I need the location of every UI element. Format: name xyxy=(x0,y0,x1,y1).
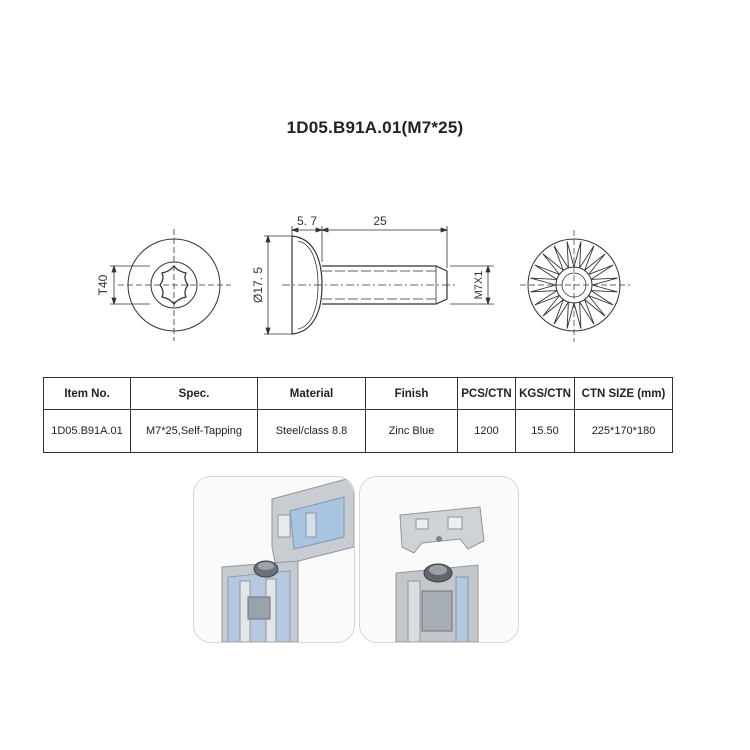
header-pcs-ctn: PCS/CTN xyxy=(457,377,516,410)
table-row: 1D05.B91A.01 M7*25,Self-Tapping Steel/cl… xyxy=(43,409,673,453)
table-header-row: Item No. Spec. Material Finish PCS/CTN K… xyxy=(43,377,673,410)
cell-ctn-size: 225*170*180 xyxy=(574,409,673,453)
side-dimensions xyxy=(264,226,494,336)
page-title: 1D05.B91A.01(M7*25) xyxy=(286,118,464,137)
header-kgs-ctn: KGS/CTN xyxy=(515,377,575,410)
cell-kgs-ctn: 15.50 xyxy=(515,409,575,453)
header-spec: Spec. xyxy=(130,377,258,410)
serration-tooth xyxy=(530,284,557,293)
header-item-no: Item No. xyxy=(43,377,131,410)
length-label: 25 xyxy=(373,214,387,228)
thread-label: M7X1 xyxy=(473,271,485,300)
header-finish: Finish xyxy=(365,377,458,410)
cell-item-no: 1D05.B91A.01 xyxy=(43,409,131,453)
technical-drawing: T40 5. 7 25 Ø17. 5 M7X1 xyxy=(96,214,630,342)
serration-tooth xyxy=(553,245,569,271)
serration-tooth xyxy=(542,295,564,317)
serration-tooth xyxy=(584,295,606,317)
header-material: Material xyxy=(257,377,366,410)
serration-tooth xyxy=(530,277,557,286)
cell-finish: Zinc Blue xyxy=(365,409,458,453)
side-view-screw xyxy=(282,235,455,335)
t40-label: T40 xyxy=(96,274,110,295)
serration-tooth xyxy=(566,302,575,329)
rear-view-serrated xyxy=(520,230,630,342)
serration-tooth xyxy=(584,253,606,275)
diameter-label: Ø17. 5 xyxy=(251,267,265,303)
header-ctn-size: CTN SIZE (mm) xyxy=(574,377,673,410)
serration-tooth xyxy=(591,277,618,286)
serration-tooth xyxy=(573,241,582,268)
serration-tooth xyxy=(534,264,560,280)
serration-tooth xyxy=(588,264,614,280)
assembly-photo-2 xyxy=(359,476,519,643)
serration-tooth xyxy=(591,284,618,293)
cell-spec: M7*25,Self-Tapping xyxy=(130,409,258,453)
serration-tooth xyxy=(579,245,595,271)
cell-material: Steel/class 8.8 xyxy=(257,409,366,453)
serration-tooth xyxy=(588,290,614,306)
t40-dimension xyxy=(110,264,150,306)
serration-tooth xyxy=(534,290,560,306)
cell-pcs-ctn: 1200 xyxy=(457,409,516,453)
serration-tooth xyxy=(573,302,582,329)
serration-tooth xyxy=(566,241,575,268)
serration-tooth xyxy=(579,299,595,325)
assembly-photo-1 xyxy=(193,476,355,643)
serration-tooth xyxy=(553,299,569,325)
front-view-head xyxy=(118,229,231,341)
head-height-label: 5. 7 xyxy=(297,214,317,228)
serration-tooth xyxy=(542,253,564,275)
spec-table: Item No. Spec. Material Finish PCS/CTN K… xyxy=(43,377,673,453)
